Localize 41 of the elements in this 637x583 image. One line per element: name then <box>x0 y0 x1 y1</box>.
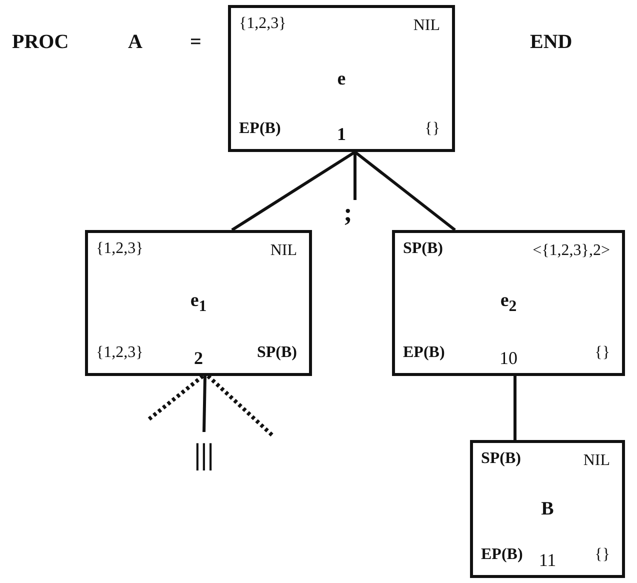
expression-label: e$_{1}$ <box>190 291 207 315</box>
point-text: EP(B) <box>239 121 281 137</box>
dashed-line <box>146 374 204 422</box>
connector-line <box>514 376 516 440</box>
set-text: {1,2,3} <box>239 16 286 32</box>
set-text: SP(B) <box>403 241 443 257</box>
connector-line <box>354 152 356 200</box>
tree-node-box <box>392 230 625 376</box>
node-number: 11 <box>538 551 556 569</box>
value-text: SP(B) <box>257 345 297 361</box>
value-text: {} <box>594 547 610 563</box>
tree-node-box <box>228 5 455 152</box>
value-text: NIL <box>413 18 440 34</box>
value-text: <{1,2,3},2> <box>532 243 610 259</box>
keyword-label: END <box>530 32 572 52</box>
value-text: NIL <box>583 453 610 469</box>
point-text: {1,2,3} <box>96 345 144 361</box>
connector-line <box>202 376 206 432</box>
parallel-symbol: ||| <box>188 440 220 470</box>
node-number: 10 <box>500 349 518 367</box>
name-label: A <box>128 32 142 52</box>
value-text: {} <box>424 121 440 137</box>
node-number: 2 <box>194 349 203 367</box>
expression-label: e$_{2}$ <box>500 291 517 315</box>
set-text: {1,2,3} <box>96 241 144 257</box>
set-text: SP(B) <box>481 451 521 467</box>
tree-node-box <box>85 230 312 376</box>
value-text: {} <box>594 345 610 361</box>
equals-sign: = <box>190 32 202 52</box>
point-text: EP(B) <box>481 547 523 563</box>
dashed-line <box>206 374 274 436</box>
keyword-label: PROC <box>12 32 69 52</box>
value-text: NIL <box>270 243 297 259</box>
expression-label: B <box>541 500 554 518</box>
sequence-symbol: ; <box>338 200 358 226</box>
expression-label: e <box>337 69 346 88</box>
point-text: EP(B) <box>403 345 445 361</box>
connector-line <box>354 150 456 232</box>
node-number: 1 <box>337 125 346 143</box>
tree-node-box <box>470 440 625 578</box>
connector-line <box>231 150 356 232</box>
